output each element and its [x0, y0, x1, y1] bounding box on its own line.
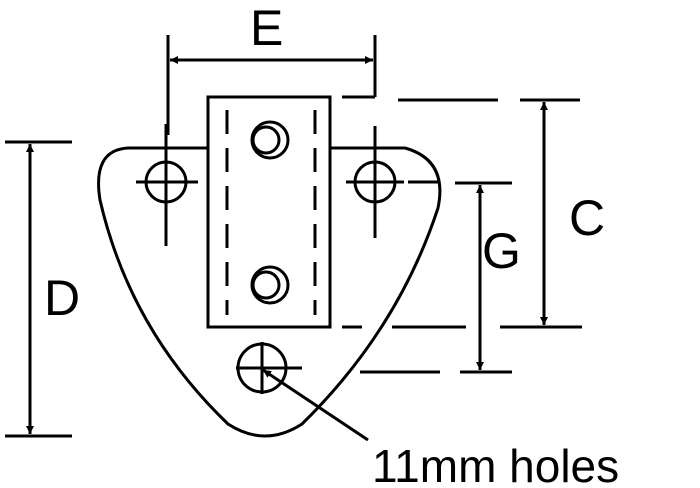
hole-bottom: [236, 342, 302, 394]
plate-outline: [97, 146, 442, 438]
label-holes: 11mm holes: [372, 440, 619, 488]
dimension-g: [360, 181, 512, 374]
dimension-d: [5, 140, 72, 438]
label-g: G: [482, 223, 521, 279]
label-d: D: [44, 270, 80, 326]
label-c: C: [569, 190, 605, 246]
center-block: [206, 95, 332, 329]
dimension-e: [166, 35, 377, 135]
block-hole-bottom: [250, 265, 290, 305]
block-hole-top: [250, 120, 290, 160]
hole-left: [136, 124, 198, 246]
holes-leader: [262, 368, 369, 442]
dimension-c: [342, 95, 582, 329]
label-e: E: [250, 0, 283, 56]
hole-right: [346, 126, 438, 238]
